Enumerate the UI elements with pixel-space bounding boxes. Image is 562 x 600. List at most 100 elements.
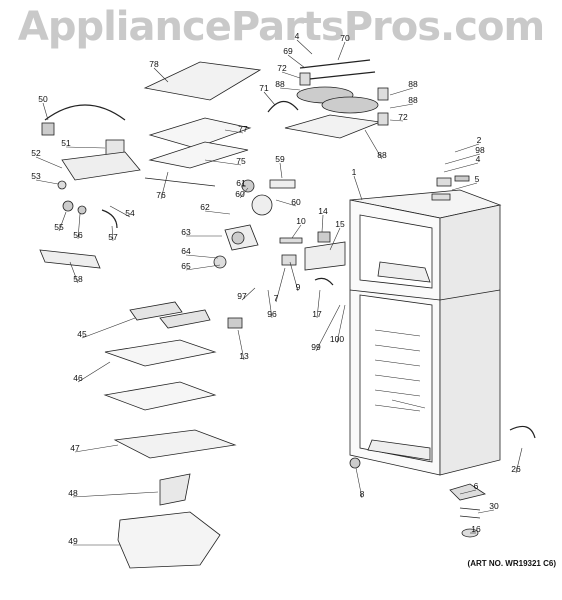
leader-line [58, 211, 67, 232]
leader-line [336, 304, 346, 344]
leader-line [389, 103, 414, 109]
refrigerator-cabinet [349, 175, 502, 476]
watermark-logo: AppliancePartsPros.com [17, 4, 545, 50]
part-callout-64: 64 [181, 246, 191, 256]
leader-line [185, 254, 219, 259]
part-callout-15: 15 [335, 219, 345, 229]
part-callout-59: 59 [275, 154, 285, 164]
leader-line [240, 185, 247, 188]
part-callout-4: 4 [476, 154, 481, 164]
leader-line [444, 153, 481, 165]
part-callout-54: 54 [125, 208, 135, 218]
part-callout-60: 60 [291, 197, 301, 207]
leader-line [316, 289, 321, 319]
leader-line [315, 304, 341, 352]
leader-line [477, 509, 495, 514]
part-callout-30: 30 [489, 501, 499, 511]
leader-line [204, 159, 242, 166]
leader-line [69, 261, 79, 284]
leader-line [389, 119, 404, 122]
leader-line [77, 213, 81, 240]
part-callout-17: 17 [312, 309, 322, 319]
part-callout-49: 49 [68, 536, 78, 546]
part-callout-47: 47 [70, 443, 80, 453]
art-number: (ART NO. WR19321 C6) [467, 559, 556, 568]
part-callout-52: 52 [31, 148, 41, 158]
part-callout-13: 13 [239, 351, 249, 361]
leader-line [204, 210, 231, 215]
part-callout-97: 97 [237, 291, 247, 301]
leader-line [241, 287, 256, 301]
leader-line [77, 361, 111, 383]
control-parts [39, 104, 346, 329]
part-callout-53: 53 [31, 171, 41, 181]
part-callout-5: 5 [475, 174, 480, 184]
part-callout-55: 55 [54, 222, 64, 232]
callout-labels: 1244567891013141516172630454647484950515… [31, 31, 523, 546]
part-callout-45: 45 [77, 329, 87, 339]
part-callout-48: 48 [68, 488, 78, 498]
leader-line [329, 227, 341, 251]
leader-line [321, 214, 324, 233]
leader-line [454, 143, 480, 153]
leader-line [443, 162, 479, 173]
leader-line [81, 317, 136, 339]
leader-line [72, 491, 159, 498]
part-callout-57: 57 [108, 232, 118, 242]
leader-line [35, 156, 63, 169]
part-callout-60: 60 [235, 189, 245, 199]
part-callout-77: 77 [238, 124, 248, 134]
leader-line [289, 261, 299, 292]
part-callout-69: 69 [283, 46, 293, 56]
leader-line [287, 54, 306, 69]
leader-line [109, 205, 131, 218]
leader-line [160, 171, 169, 200]
leader-line [459, 489, 477, 495]
leader-line [111, 225, 114, 242]
part-callout-2: 2 [477, 135, 482, 145]
part-callout-88: 88 [408, 95, 418, 105]
part-callout-61: 61 [236, 178, 246, 188]
leader-line [275, 199, 297, 207]
fresh-food-components [103, 301, 237, 569]
leader-line [239, 187, 249, 199]
part-callout-10: 10 [296, 216, 306, 226]
part-callout-72: 72 [398, 112, 408, 122]
part-callout-50: 50 [38, 94, 48, 104]
part-callout-72: 72 [277, 63, 287, 73]
part-callout-7: 7 [274, 293, 279, 303]
leader-line [42, 102, 49, 121]
part-callout-9: 9 [296, 282, 301, 292]
part-callout-26: 26 [511, 464, 521, 474]
part-callout-51: 51 [61, 138, 71, 148]
part-callout-99: 99 [311, 342, 321, 352]
leader-line [74, 444, 119, 453]
leader-line [224, 129, 244, 134]
part-callout-76: 76 [156, 190, 166, 200]
part-callout-1: 1 [352, 167, 357, 177]
leader-line [185, 264, 221, 271]
leader-line [35, 179, 59, 185]
part-callout-100: 100 [330, 334, 344, 344]
leader-line [364, 129, 383, 160]
part-callout-14: 14 [318, 206, 328, 216]
part-callout-65: 65 [181, 261, 191, 271]
part-callout-88: 88 [408, 79, 418, 89]
part-callout-78: 78 [149, 59, 159, 69]
part-callout-6: 6 [474, 481, 479, 491]
leader-line [291, 224, 302, 239]
leader-line [296, 39, 313, 55]
part-callout-71: 71 [259, 83, 269, 93]
part-callout-62: 62 [200, 202, 210, 212]
part-callout-56: 56 [73, 230, 83, 240]
part-callout-88: 88 [275, 79, 285, 89]
leader-line [65, 146, 106, 149]
leader-line [267, 289, 273, 319]
leader-line [263, 91, 276, 106]
part-callout-98: 98 [475, 145, 485, 155]
leader-line [355, 467, 363, 499]
leader-line [515, 447, 523, 474]
leader-line [281, 71, 301, 79]
